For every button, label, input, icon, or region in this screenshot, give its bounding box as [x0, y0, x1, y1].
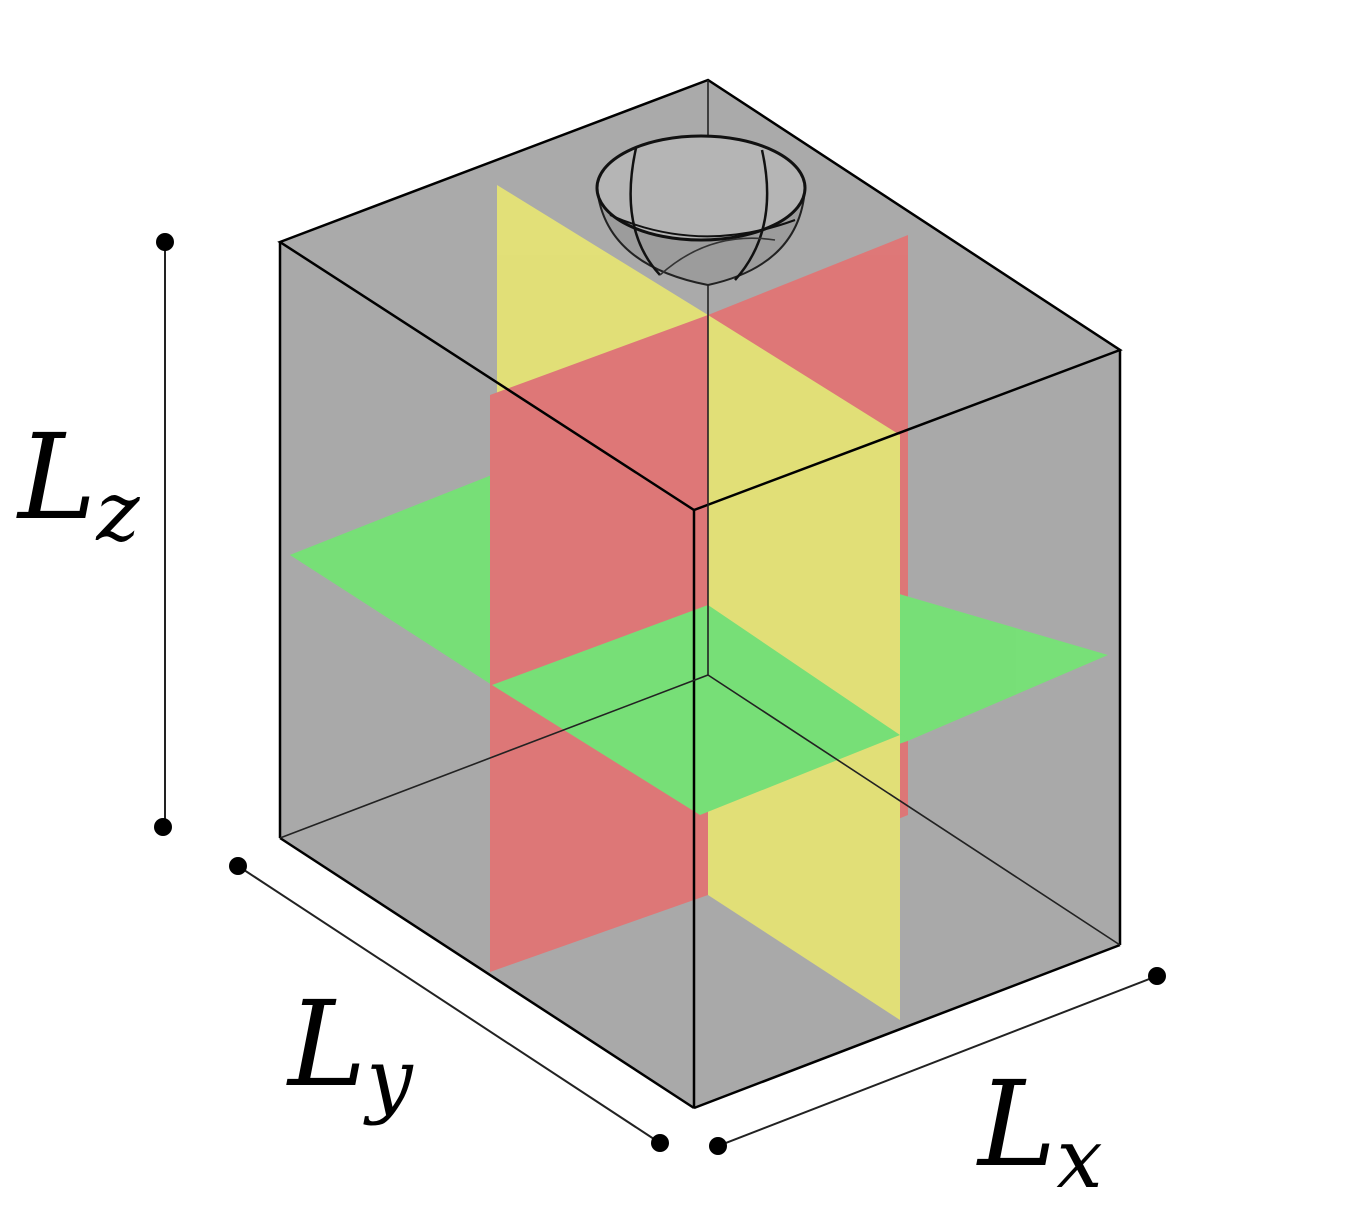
dimension-ly: [229, 857, 669, 1152]
yellow-plane-front: [708, 315, 900, 1020]
label-lz-main: L: [18, 408, 97, 546]
label-lx-main: L: [978, 1055, 1057, 1193]
slice-planes: [290, 185, 1108, 1020]
box-top-face: [280, 80, 1120, 510]
bowl-icon: [595, 134, 807, 287]
label-ly-main: L: [288, 975, 367, 1113]
dimension-lz: [154, 233, 174, 836]
dimension-lx: [709, 967, 1166, 1155]
label-lx: Lx: [978, 1065, 1103, 1201]
green-plane-front: [492, 605, 900, 815]
label-lx-sub: x: [1056, 1112, 1103, 1207]
box-edges: [277, 78, 1123, 1110]
red-plane-front: [490, 315, 708, 972]
label-ly-sub: y: [366, 1032, 413, 1127]
label-ly: Ly: [288, 985, 413, 1121]
label-lz-sub: z: [96, 465, 140, 560]
label-lz: Lz: [18, 418, 140, 554]
